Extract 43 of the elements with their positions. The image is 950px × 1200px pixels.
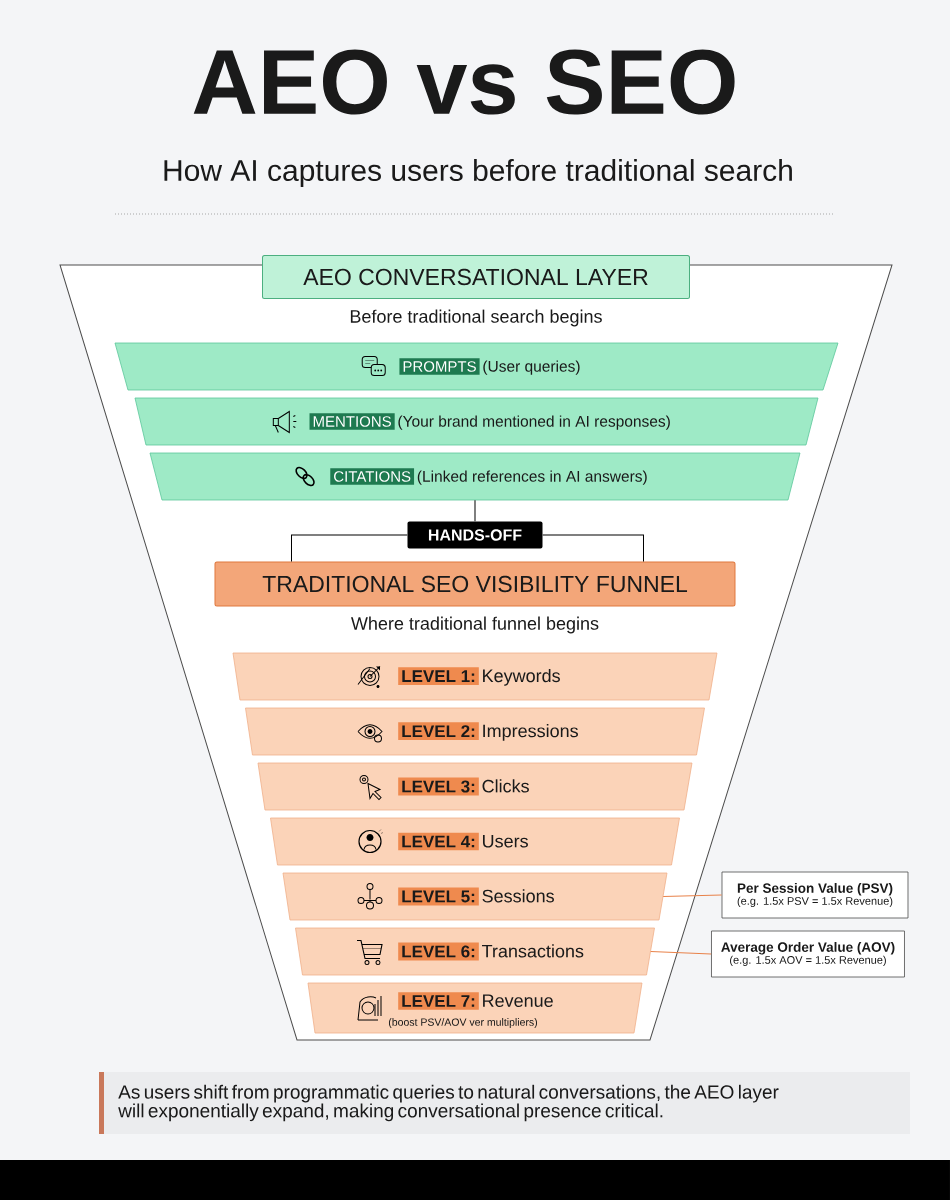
funnel-level — [282, 872, 668, 921]
section-header: AEO CONVERSATIONAL LAYER — [262, 255, 690, 299]
level-badge: LEVEL 7: — [398, 992, 479, 1010]
description: (Linked references in AI answers) — [417, 470, 647, 485]
section-header: TRADITIONAL SEO VISIBILITY FUNNEL — [214, 561, 736, 607]
section-subtitle: Where traditional funnel begins — [351, 616, 599, 634]
label-badge: MENTIONS — [309, 413, 395, 430]
level-name: Clicks — [482, 779, 529, 793]
callout-note: As users shift from programmatic queries to natural conversations, the AEO layer will exponentially expand, making conversational presence critical. — [99, 1072, 910, 1134]
level-name: Sessions — [482, 889, 554, 903]
level-name: Transactions — [482, 944, 584, 958]
description: (Your brand mentioned in AI responses) — [398, 415, 670, 430]
funnel-band — [149, 452, 801, 501]
level-name: Impressions — [483, 724, 578, 741]
level-badge: LEVEL 6: — [398, 942, 479, 961]
level-badge: LEVEL 3: — [398, 777, 479, 796]
description: (User queries) — [483, 360, 580, 375]
funnel-level — [232, 652, 718, 701]
level-name: Users — [483, 834, 528, 848]
title: AEO vs SEO — [193, 49, 735, 115]
funnel-band — [134, 397, 819, 446]
funnel-level — [257, 762, 693, 811]
info-box: Average Order Value (AOV) (e.g. 1.5x AOV = 1.5x Revenue) — [711, 930, 905, 978]
connector — [662, 894, 723, 897]
funnel-level — [245, 707, 705, 756]
level-badge: LEVEL 1: — [398, 667, 479, 685]
label-badge: PROMPTS — [399, 358, 480, 375]
funnel-level — [270, 817, 680, 866]
level-name: Revenue — [483, 994, 553, 1008]
connector — [291, 534, 644, 562]
funnel-level — [295, 927, 655, 976]
section-subtitle: Before traditional search begins — [350, 309, 602, 327]
subtitle: How AI captures users before traditional search — [164, 159, 792, 187]
level-note: (boost PSV/AOV ver multipliers) — [388, 1018, 537, 1028]
info-box: Per Session Value (PSV) (e.g. 1.5x PSV = 1.5x Revenue) — [721, 871, 909, 919]
connector — [650, 951, 712, 955]
funnel-band — [114, 342, 839, 391]
level-badge: LEVEL 2: — [398, 722, 479, 741]
connector — [474, 499, 476, 522]
funnel-level — [307, 982, 643, 1034]
handoff-label: HANDS-OFF — [407, 521, 543, 549]
label-badge: CITATIONS — [330, 468, 415, 485]
level-name: Keywords — [483, 668, 560, 686]
